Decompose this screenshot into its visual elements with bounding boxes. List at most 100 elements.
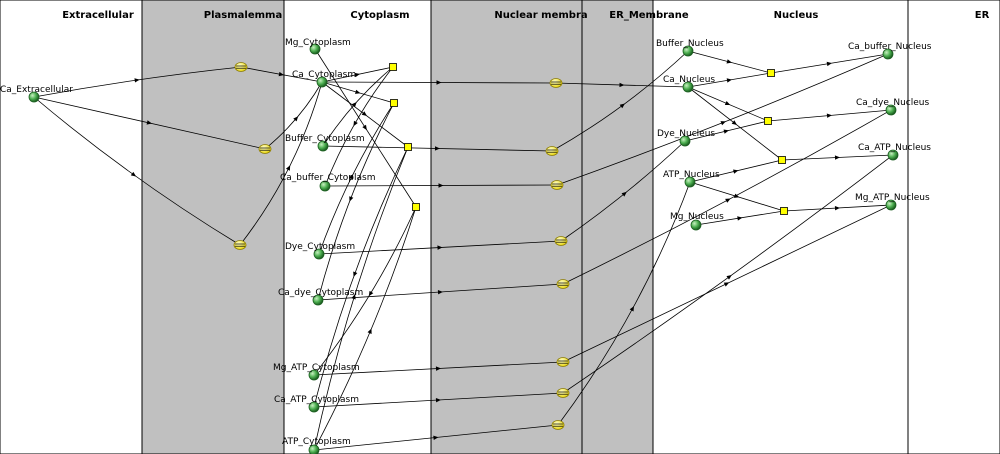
compartment-title-cytoplasm: Cytoplasm — [350, 10, 409, 21]
compartment-cytoplasm — [283, 0, 432, 454]
edge-arrowhead — [367, 328, 372, 334]
species-node-ca-ext[interactable] — [28, 91, 40, 103]
edge-arrowhead — [737, 216, 743, 221]
edge-arrowhead — [621, 191, 627, 197]
edge-arrowhead — [351, 101, 357, 108]
species-label-caatp-nuc: Ca_ATP_Nucleus — [858, 143, 931, 153]
species-node-mg-cyt[interactable] — [309, 43, 321, 55]
membrane-flux-flux-nm-cadye[interactable] — [556, 279, 570, 289]
species-label-caatp-cyt: Ca_ATP_Cytoplasm — [274, 395, 359, 405]
compartment-title-er: ER — [975, 10, 990, 21]
membrane-flux-flux-nm-ca[interactable] — [549, 78, 563, 88]
compartment-title-plasmalemma: Plasmalemma — [204, 10, 282, 21]
edge-arrowhead — [285, 165, 291, 171]
edge-arrowhead — [293, 116, 299, 122]
species-node-ca-cyt[interactable] — [316, 76, 328, 88]
species-node-mgatp-cyt[interactable] — [308, 369, 320, 381]
species-label-cadye-nuc: Ca_dye_Nucleus — [856, 98, 930, 108]
species-label-ca-nuc: Ca_Nucleus — [663, 75, 715, 85]
species-node-mgatp-nuc[interactable] — [885, 199, 897, 211]
species-label-cabuf-cyt: Ca_buffer_Cytoplasm — [280, 173, 375, 183]
species-node-caatp-nuc[interactable] — [887, 149, 899, 161]
species-label-mgatp-cyt: Mg_ATP_Cytoplasm — [273, 363, 360, 373]
species-node-atp-nuc[interactable] — [684, 176, 696, 188]
species-label-mg-cyt: Mg_Cytoplasm — [285, 38, 351, 48]
edge-arrowhead — [146, 120, 152, 125]
compartment-er-membrane — [581, 0, 654, 454]
membrane-flux-flux-pm3[interactable] — [233, 240, 247, 250]
edge-arrowhead — [134, 78, 140, 83]
species-node-buf-cyt[interactable] — [317, 140, 329, 152]
edge-arrowhead — [629, 306, 634, 312]
species-label-ca-cyt: Ca_Cytoplasm — [292, 70, 356, 80]
species-label-mgatp-nuc: Mg_ATP_Nucleus — [855, 193, 930, 203]
compartment-title-extracellular: Extracellular — [62, 10, 134, 21]
edge-arrowhead — [726, 274, 732, 280]
reaction-rx-nuc-1[interactable] — [767, 69, 775, 77]
species-node-dye-nuc[interactable] — [679, 135, 691, 147]
edge-arrowhead — [349, 196, 354, 202]
edge-arrowhead — [130, 171, 137, 177]
membrane-flux-flux-nm-dye[interactable] — [554, 236, 568, 246]
reaction-rx-cyt-4[interactable] — [412, 203, 420, 211]
reaction-rx-cyt-3[interactable] — [404, 143, 412, 151]
species-label-buf-nuc: Buffer_Nucleus — [656, 39, 724, 49]
edge-arrowhead — [353, 120, 358, 127]
edge-arrowhead — [433, 435, 439, 440]
species-node-cabuf-cyt[interactable] — [319, 180, 331, 192]
edge-arrowhead — [354, 89, 361, 94]
membrane-flux-flux-nm-cabuf[interactable] — [550, 180, 564, 190]
edge-arrowhead — [724, 100, 731, 106]
species-node-cabuf-nuc[interactable] — [882, 48, 894, 60]
species-node-dye-cyt[interactable] — [313, 248, 325, 260]
species-node-mg-nuc[interactable] — [690, 219, 702, 231]
edge-arrowhead — [354, 72, 360, 78]
edge-arrowhead — [733, 193, 740, 198]
species-label-atp-nuc: ATP_Nucleus — [663, 170, 720, 180]
edge-arrowhead — [826, 113, 832, 118]
edge-arrowhead — [437, 245, 443, 250]
edge-arrowhead — [725, 198, 731, 203]
edge-arrowhead — [826, 61, 832, 67]
edge-arrowhead — [720, 121, 726, 126]
species-node-ca-nuc[interactable] — [682, 81, 694, 93]
species-label-atp-cyt: ATP_Cytoplasm — [282, 437, 351, 447]
species-node-buf-nuc[interactable] — [682, 45, 694, 57]
species-node-atp-cyt[interactable] — [308, 444, 320, 454]
species-label-dye-nuc: Dye_Nucleus — [657, 129, 715, 139]
edge-arrowhead — [726, 59, 732, 64]
species-node-cadye-nuc[interactable] — [885, 104, 897, 116]
species-node-cadye-cyt[interactable] — [312, 294, 324, 306]
membrane-flux-flux-nm-mgatp[interactable] — [556, 357, 570, 367]
edge-arrowhead — [278, 71, 284, 77]
reaction-rx-nuc-3[interactable] — [778, 156, 786, 164]
membrane-flux-flux-pm2[interactable] — [258, 144, 272, 154]
compartment-nuclear-membrane — [430, 0, 583, 454]
membrane-flux-flux-nm-buf[interactable] — [545, 146, 559, 156]
species-label-cabuf-nuc: Ca_buffer_Nucleus — [848, 42, 932, 52]
species-node-caatp-cyt[interactable] — [308, 401, 320, 413]
edge-arrowhead — [726, 78, 732, 83]
edge-arrowhead — [362, 124, 367, 131]
species-label-cadye-cyt: Ca_dye_Cytoplasm — [278, 288, 363, 298]
edge-arrowhead — [353, 271, 358, 277]
compartment-title-nuclear-membrane: Nuclear membra — [494, 10, 587, 21]
edge-arrowhead — [348, 174, 354, 180]
membrane-flux-flux-nm-caatp[interactable] — [556, 388, 570, 398]
edge-arrowhead — [731, 120, 737, 126]
compartment-title-nucleus: Nucleus — [774, 10, 819, 21]
edge-arrowhead — [434, 146, 440, 151]
edge-arrowhead — [436, 80, 442, 85]
reaction-rx-nuc-2[interactable] — [764, 117, 772, 125]
species-label-dye-cyt: Dye_Cytoplasm — [285, 242, 355, 252]
reaction-rx-nuc-4[interactable] — [780, 207, 788, 215]
compartment-er — [907, 0, 1000, 454]
membrane-flux-flux-nm-atp[interactable] — [551, 420, 565, 430]
edge-arrowhead — [723, 282, 730, 287]
reaction-rx-cyt-2[interactable] — [390, 99, 398, 107]
membrane-flux-flux-pm1[interactable] — [234, 62, 248, 72]
reaction-rx-cyt-1[interactable] — [389, 63, 397, 71]
species-label-buf-cyt: Buffer_Cytoplasm — [285, 134, 365, 144]
edge-arrowhead — [619, 103, 625, 109]
